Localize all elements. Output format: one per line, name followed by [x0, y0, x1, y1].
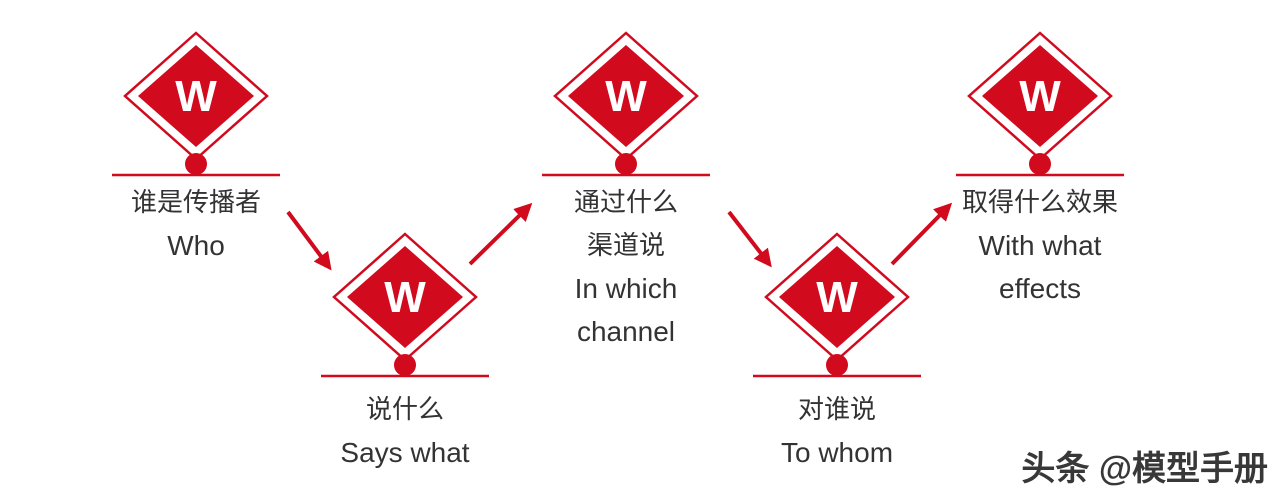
- label-channel-zh-2: 渠道说: [586, 230, 666, 260]
- connector-dot: [826, 354, 848, 376]
- label-says-what-zh: 说什么: [365, 394, 445, 424]
- label-channel-en-1: In which: [574, 273, 678, 304]
- diamond-letter-w: W: [816, 273, 858, 322]
- label-channel-zh-1: 通过什么: [573, 187, 679, 217]
- label-effects-zh: 取得什么效果: [961, 187, 1119, 217]
- diamond-unit-channel: W: [542, 31, 710, 177]
- label-group-to-whom: 对谁说 To whom: [781, 388, 893, 474]
- diamond-unit-who: W: [112, 31, 280, 177]
- label-who-en: Who: [167, 230, 225, 261]
- label-channel-en-2: channel: [576, 316, 676, 347]
- label-to-whom-zh: 对谁说: [797, 394, 877, 424]
- diamond-letter-w: W: [175, 72, 217, 121]
- diamond-fill: [568, 45, 684, 147]
- diamond-fill: [779, 246, 895, 348]
- diamond-fill: [982, 45, 1098, 147]
- label-group-says-what: 说什么 Says what: [340, 388, 469, 474]
- diamond-fill: [138, 45, 254, 147]
- label-who-zh: 谁是传播者: [130, 187, 262, 217]
- flow-arrow-says-what-to-channel: [468, 202, 533, 266]
- label-effects-en-2: effects: [999, 273, 1081, 304]
- connector-dot: [185, 153, 207, 175]
- diamond-unit-says-what: W: [321, 232, 489, 378]
- label-group-channel: 通过什么 渠道说 In which channel: [574, 181, 678, 353]
- diamond-unit-effects: W: [956, 31, 1124, 177]
- diamond-unit-to-whom: W: [753, 232, 921, 378]
- flow-arrow-to-whom-to-effects: [890, 202, 953, 266]
- flow-arrow-channel-to-whom: [727, 210, 772, 268]
- diamond-letter-w: W: [605, 72, 647, 121]
- label-says-what-en: Says what: [340, 437, 470, 468]
- diamond-letter-w: W: [1019, 72, 1061, 121]
- flow-arrow-who-to-says-what: [286, 210, 332, 271]
- label-effects-en-1: With what: [978, 230, 1102, 261]
- diamond-letter-w: W: [384, 273, 426, 322]
- label-to-whom-en: To whom: [780, 437, 894, 468]
- connector-dot: [615, 153, 637, 175]
- watermark-toutiao: 头条 @模型手册: [1021, 450, 1268, 488]
- connector-dot: [1029, 153, 1051, 175]
- label-group-effects: 取得什么效果 With what effects: [962, 181, 1118, 310]
- connector-dot: [394, 354, 416, 376]
- label-group-who: 谁是传播者 Who: [131, 181, 261, 267]
- diamond-fill: [347, 246, 463, 348]
